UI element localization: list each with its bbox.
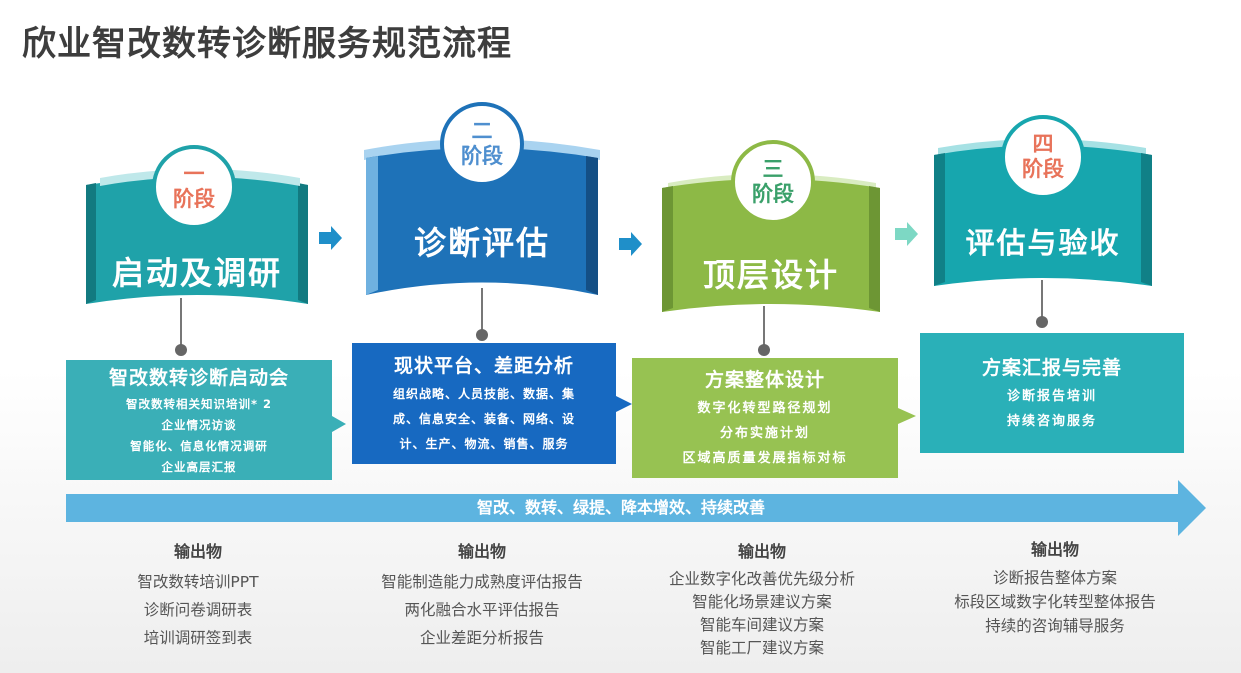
stage-2-badge: 二 阶段 (440, 102, 524, 186)
progress-arrow (66, 480, 1206, 536)
detail-box-2-line: 计、生产、物流、销售、服务 (399, 436, 569, 451)
detail-box-3-heading: 方案整体设计 (704, 369, 825, 391)
stage-2-banner (364, 139, 600, 295)
detail-box-3-line: 数字化转型路径规划 (697, 401, 833, 416)
stage-4-suffix: 阶段 (1022, 157, 1064, 181)
detail-box-4-line: 持续咨询服务 (1006, 413, 1097, 429)
output-heading: 输出物 (1030, 540, 1079, 559)
stage-4-number: 四 (1032, 132, 1054, 156)
output-item: 两化融合水平评估报告 (404, 601, 560, 619)
detail-box-3: 方案整体设计 数字化转型路径规划 分布实施计划 区域高质量发展指标对标 (632, 360, 898, 476)
stage-arrow-1 (319, 226, 342, 250)
stage-1-number: 一 (183, 162, 205, 186)
output-item: 智能制造能力成熟度评估报告 (381, 573, 583, 591)
stage-1-badge: 一 阶段 (152, 145, 236, 229)
output-item: 持续的咨询辅导服务 (985, 617, 1125, 635)
detail-box-4-heading: 方案汇报与完善 (981, 356, 1122, 379)
output-item: 标段区域数字化转型整体报告 (954, 593, 1156, 611)
progress-arrow-label: 智改、数转、绿提、降本增效、持续改善 (476, 498, 765, 517)
output-group-3: 输出物 企业数字化改善优先级分析 智能化场景建议方案 智能车间建议方案 智能工厂… (632, 538, 892, 660)
output-item: 企业差距分析报告 (419, 629, 544, 647)
detail-box-2: 现状平台、差距分析 组织战略、人员技能、数据、集 成、信息安全、装备、网络、设 … (352, 345, 616, 462)
detail-box-2-shape (352, 343, 632, 464)
detail-box-1-line: 智能化、信息化情况调研 (130, 438, 268, 453)
stage-4-badge: 四 阶段 (1001, 115, 1085, 199)
detail-box-3-line: 区域高质量发展指标对标 (682, 451, 848, 466)
output-item: 诊断问卷调研表 (143, 601, 253, 619)
detail-box-1-line: 智改数转相关知识培训* 2 (125, 396, 273, 411)
stage-3-banner (662, 174, 880, 312)
output-heading: 输出物 (737, 542, 786, 561)
page-title: 欣业智改数转诊断服务规范流程 (22, 24, 512, 64)
detail-box-2-line: 组织战略、人员技能、数据、集 (392, 386, 575, 401)
detail-box-1-line: 企业高层汇报 (161, 459, 237, 474)
detail-box-1: 智改数转诊断启动会 智改数转相关知识培训* 2 企业情况访谈 智能化、信息化情况… (66, 362, 332, 478)
output-item: 企业数字化改善优先级分析 (668, 570, 855, 588)
stage-connectors (175, 280, 1048, 356)
stage-3-title: 顶层设计 (702, 256, 839, 294)
detail-box-1-line: 企业情况访谈 (161, 417, 237, 432)
detail-box-2-line: 成、信息安全、装备、网络、设 (392, 411, 575, 426)
output-item: 诊断报告整体方案 (992, 569, 1117, 587)
stage-3-badge: 三 阶段 (731, 140, 815, 224)
stage-2-suffix: 阶段 (461, 144, 503, 168)
output-group-1: 输出物 智改数转培训PPT 诊断问卷调研表 培训调研签到表 (86, 538, 310, 652)
output-item: 培训调研签到表 (143, 629, 253, 647)
stage-arrow-2 (619, 232, 642, 256)
detail-box-3-line: 分布实施计划 (719, 426, 810, 441)
stage-arrow-3 (895, 222, 918, 246)
stage-3-number: 三 (762, 157, 784, 181)
detail-box-4-line: 诊断报告培训 (1006, 388, 1097, 404)
stage-1-title: 启动及调研 (111, 254, 282, 292)
stage-2-title: 诊断评估 (413, 224, 550, 262)
stage-3-suffix: 阶段 (752, 182, 794, 206)
detail-box-3-shape (632, 358, 916, 478)
detail-box-1-shape (66, 360, 346, 480)
output-group-2: 输出物 智能制造能力成熟度评估报告 两化融合水平评估报告 企业差距分析报告 (352, 538, 612, 652)
detail-box-4: 方案汇报与完善 诊断报告培训 持续咨询服务 (920, 335, 1184, 451)
detail-box-2-heading: 现状平台、差距分析 (393, 354, 574, 377)
output-item: 智能化场景建议方案 (692, 593, 832, 611)
stage-4-title: 评估与验收 (965, 226, 1121, 260)
stage-4-banner (934, 139, 1152, 286)
output-item: 智改数转培训PPT (137, 573, 259, 591)
output-item: 智能工厂建议方案 (699, 639, 824, 657)
output-heading: 输出物 (173, 542, 222, 561)
output-item: 智能车间建议方案 (699, 616, 824, 634)
output-group-4: 输出物 诊断报告整体方案 标段区域数字化转型整体报告 持续的咨询辅导服务 (920, 536, 1190, 638)
detail-box-4-shape (920, 333, 1184, 453)
stage-2-number: 二 (471, 119, 493, 143)
output-heading: 输出物 (457, 542, 506, 561)
stage-1-suffix: 阶段 (173, 187, 215, 211)
detail-box-1-heading: 智改数转诊断启动会 (108, 366, 289, 389)
